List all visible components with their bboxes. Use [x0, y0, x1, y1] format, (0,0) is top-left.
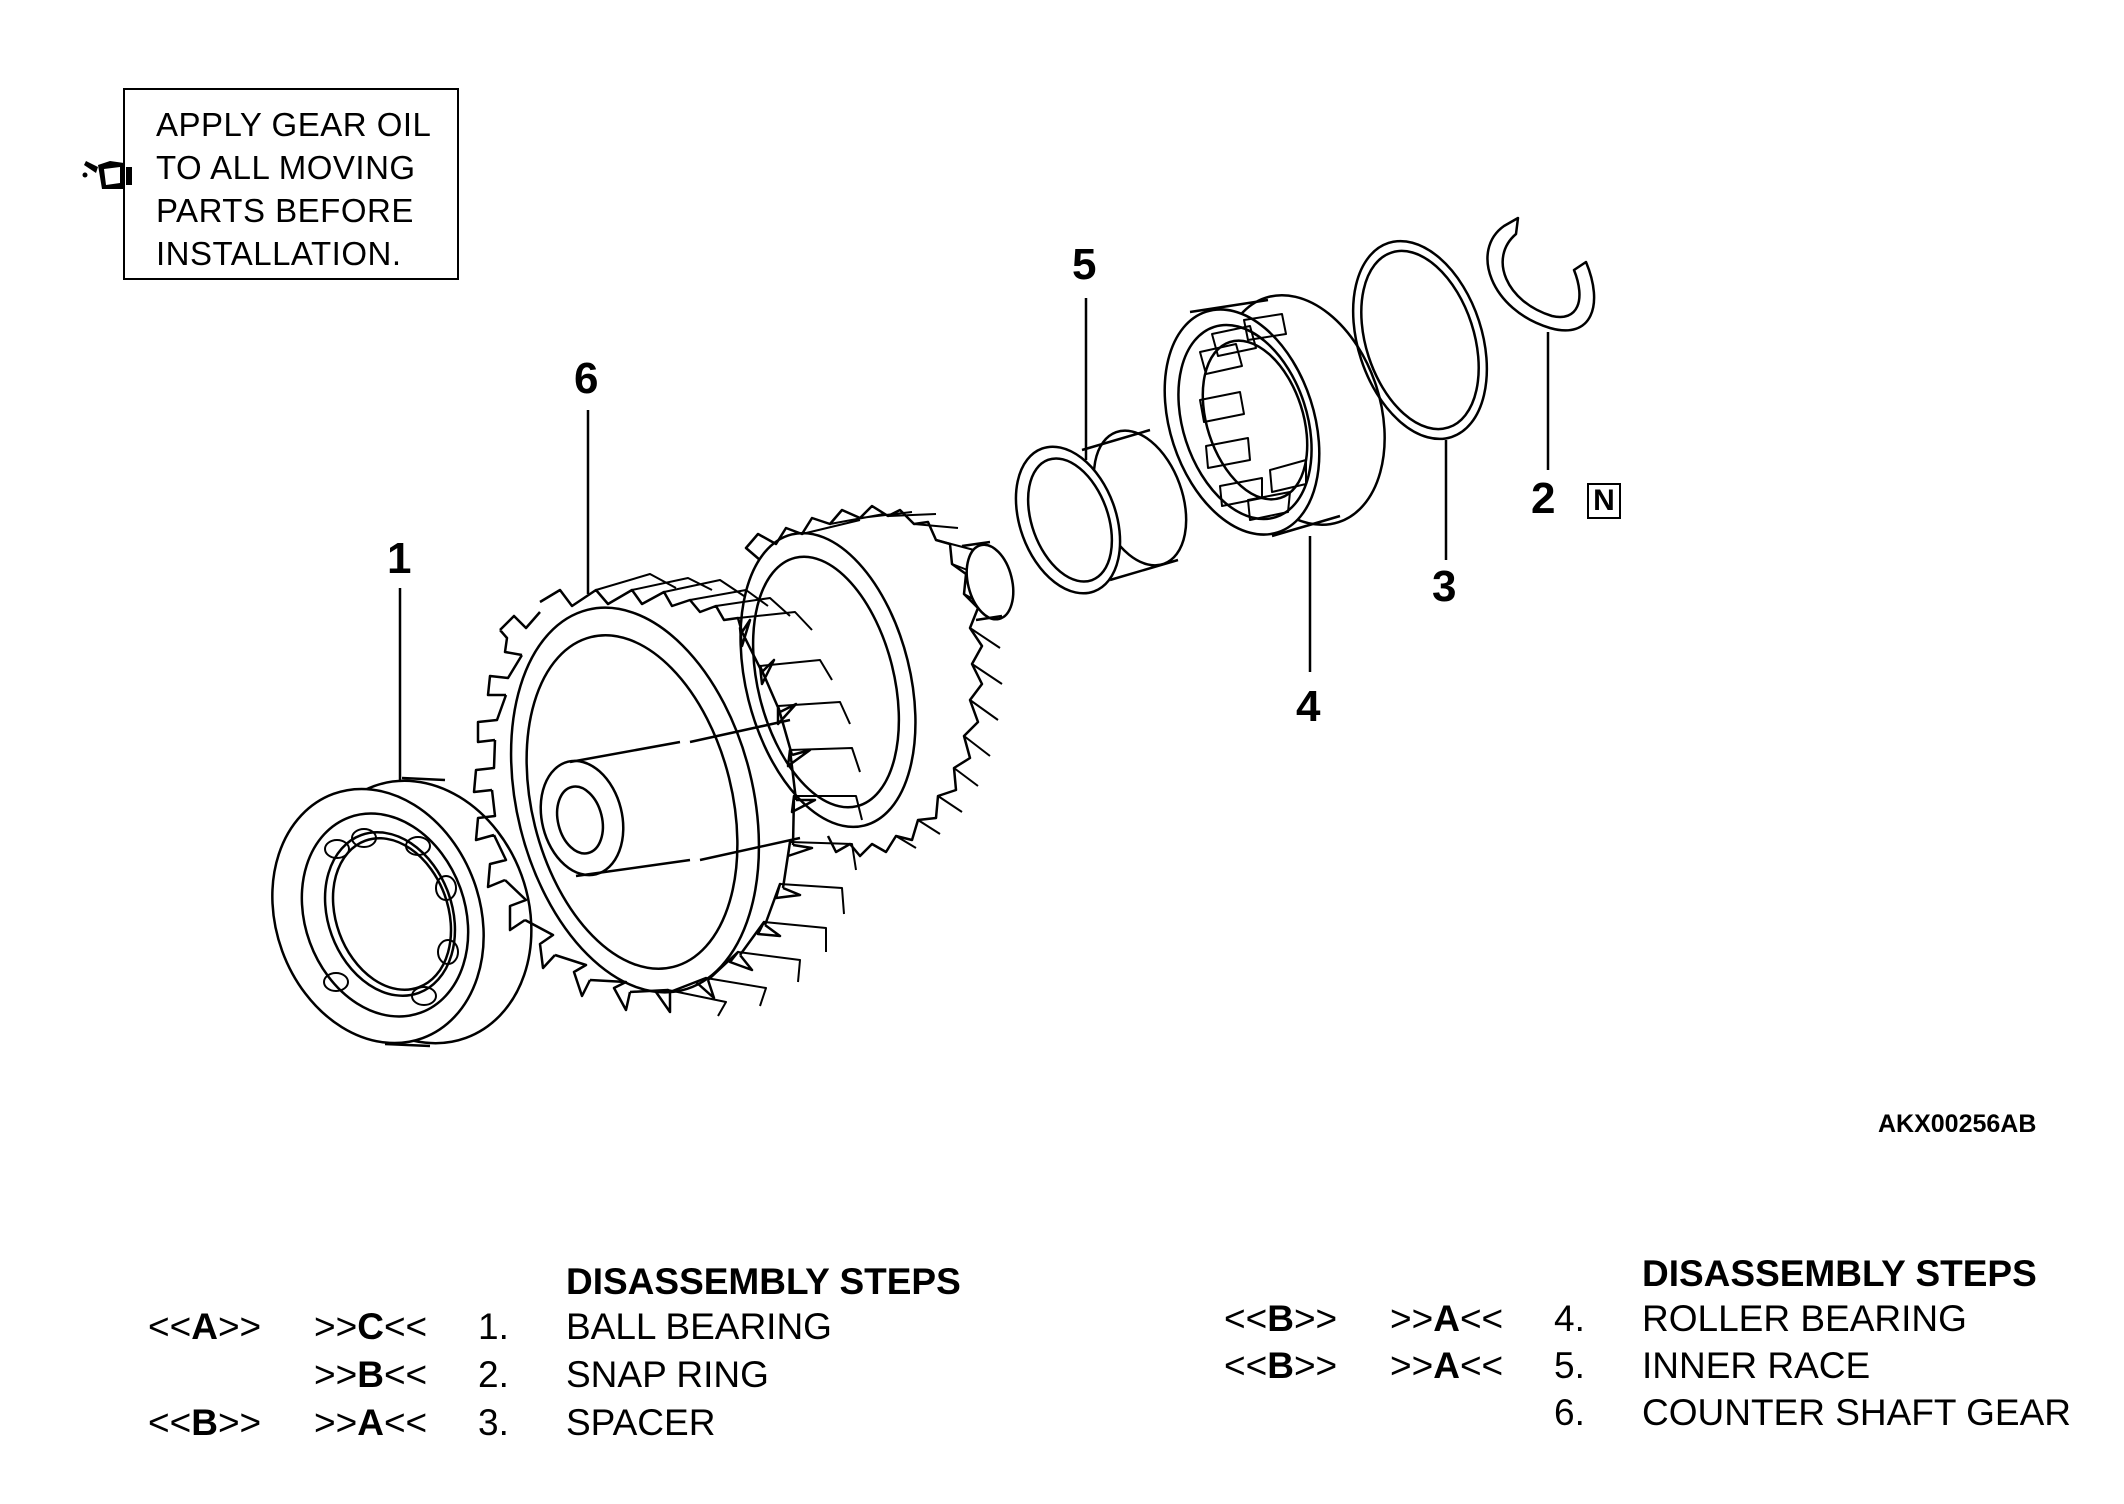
callout-5: 5	[1072, 240, 1097, 289]
note-line-1: APPLY GEAR OIL	[156, 106, 432, 143]
step-name: SPACER	[566, 1402, 716, 1443]
step-number: 1.	[478, 1306, 509, 1347]
install-mark: >>C<<	[314, 1306, 428, 1347]
install-mark: >>A<<	[1390, 1345, 1504, 1386]
callout-1: 1	[387, 534, 412, 583]
steps-left-title: DISASSEMBLY STEPS	[566, 1261, 961, 1302]
callout-2: 2	[1531, 474, 1556, 523]
ball-bearing-drawing	[271, 776, 533, 1048]
install-mark: >>B<<	[314, 1354, 428, 1395]
step-number: 2.	[478, 1354, 509, 1395]
step-name: SNAP RING	[566, 1354, 769, 1395]
note-line-3: PARTS BEFORE	[156, 192, 414, 229]
step-number: 3.	[478, 1402, 509, 1443]
gear-oil-note: APPLY GEAR OIL TO ALL MOVING PARTS BEFOR…	[123, 88, 459, 280]
leader-lines	[398, 298, 1550, 780]
removal-mark: <<A>>	[148, 1306, 262, 1347]
roller-bearing-drawing	[1163, 293, 1386, 538]
spacer-drawing	[1351, 239, 1489, 441]
install-mark: >>A<<	[1390, 1298, 1504, 1339]
callout-3: 3	[1432, 562, 1457, 611]
note-line-4: INSTALLATION.	[156, 235, 402, 272]
inner-race-drawing	[1014, 428, 1188, 595]
step-name: BALL BEARING	[566, 1306, 832, 1347]
step-number: 4.	[1554, 1298, 1585, 1339]
step-name: ROLLER BEARING	[1642, 1298, 1967, 1339]
steps-right-title: DISASSEMBLY STEPS	[1642, 1253, 2037, 1294]
step-name: INNER RACE	[1642, 1345, 1871, 1386]
callout-4: 4	[1296, 682, 1321, 731]
oil-can-icon	[82, 161, 132, 189]
counter-shaft-gear-drawing	[472, 504, 1015, 1017]
figure-id: AKX00256AB	[1878, 1110, 2037, 1138]
removal-mark: <<B>>	[1224, 1345, 1338, 1386]
snap-ring-drawing	[1486, 216, 1596, 332]
new-part-badge: N	[1587, 483, 1621, 519]
removal-mark: <<B>>	[148, 1402, 262, 1443]
install-mark: >>A<<	[314, 1402, 428, 1443]
step-name: COUNTER SHAFT GEAR	[1642, 1392, 2071, 1433]
note-line-2: TO ALL MOVING	[156, 149, 416, 186]
step-number: 6.	[1554, 1392, 1585, 1433]
removal-mark: <<B>>	[1224, 1298, 1338, 1339]
step-number: 5.	[1554, 1345, 1585, 1386]
callout-6: 6	[574, 354, 599, 403]
